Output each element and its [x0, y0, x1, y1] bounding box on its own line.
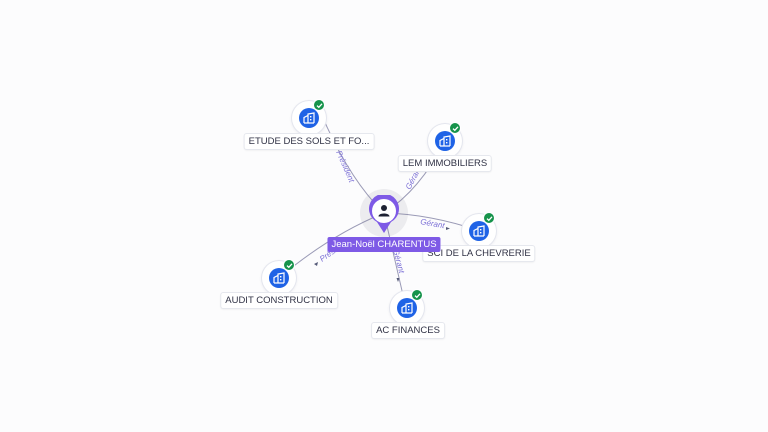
edge-label-sci: Gérant — [420, 217, 446, 230]
location-pin-icon — [369, 195, 399, 233]
company-label-ac[interactable]: AC FINANCES — [372, 323, 444, 338]
edge-label-etude: Président — [334, 149, 356, 184]
building-icon — [269, 268, 289, 288]
company-node-lem[interactable] — [428, 122, 462, 158]
verified-check-icon — [483, 212, 495, 224]
verified-check-icon — [449, 122, 461, 134]
company-label-sci[interactable]: SCI DE LA CHEVRERIE — [423, 246, 535, 261]
building-icon — [397, 298, 417, 318]
company-node-etude[interactable] — [292, 99, 326, 135]
company-node-ac[interactable] — [390, 289, 424, 325]
verified-check-icon — [283, 259, 295, 271]
arrow-ac — [396, 278, 400, 282]
building-icon — [299, 108, 319, 128]
arrow-sci — [446, 227, 450, 230]
person-icon — [378, 205, 390, 217]
building-icon — [469, 221, 489, 241]
verified-check-icon — [411, 289, 423, 301]
company-label-lem[interactable]: LEM IMMOBILIERS — [398, 156, 492, 171]
company-node-audit[interactable] — [262, 259, 296, 295]
edge-label-ac: Gérant — [391, 248, 406, 275]
company-node-sci[interactable] — [462, 212, 496, 248]
building-icon — [435, 131, 455, 151]
verified-check-icon — [313, 99, 325, 111]
person-node[interactable] — [360, 189, 408, 237]
arrow-audit — [314, 262, 318, 266]
person-name-label[interactable]: Jean-Noël CHARENTUS — [327, 237, 441, 252]
company-label-audit[interactable]: AUDIT CONSTRUCTION — [221, 293, 337, 308]
company-label-etude[interactable]: ETUDE DES SOLS ET FO... — [244, 134, 374, 149]
